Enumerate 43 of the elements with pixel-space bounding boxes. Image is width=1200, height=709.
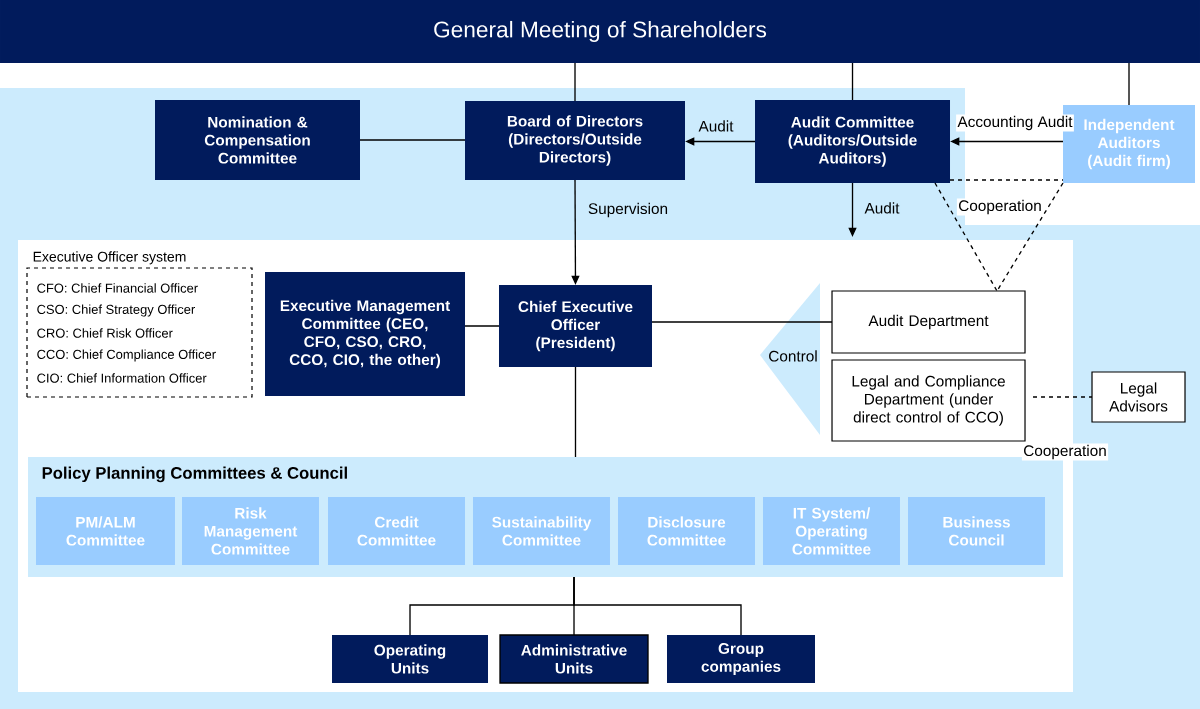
- committee-box: Audit Committee (Auditors/Outside Auditors): [755, 100, 950, 183]
- connector-line: [651, 321, 833, 323]
- committee-box: Disclosure Committee: [618, 497, 755, 565]
- edge-label: Accounting Audit: [956, 114, 1074, 132]
- connector-line: [464, 325, 500, 327]
- council-box: Business Council: [908, 497, 1045, 565]
- connector-line: [851, 62, 854, 101]
- officer-entry: CIO: Chief Information Officer: [37, 373, 207, 383]
- dashed-line: [996, 182, 1064, 292]
- chevron-label: Control: [769, 350, 817, 362]
- unit-box: Administrative Units: [499, 634, 649, 684]
- committee-box: Sustainability Committee: [473, 497, 610, 565]
- node-label: Executive Officer system: [33, 251, 186, 265]
- officer-entry: CSO: Chief Strategy Officer: [37, 304, 195, 317]
- committee-box: Nomination & Compensation Committee: [155, 100, 360, 180]
- department-box: Legal and Compliance Department (under direct control of CCO): [831, 359, 1026, 442]
- board-box: Board of Directors (Directors/Outside Directors): [465, 101, 685, 180]
- connector-line: [574, 62, 576, 102]
- connector-line: [359, 139, 466, 141]
- connector-line: [1128, 62, 1130, 106]
- connector-line: [573, 576, 742, 636]
- connector-line: [574, 366, 577, 458]
- committee-box: Risk Management Committee: [182, 497, 319, 565]
- officer-entry: CRO: Chief Risk Officer: [37, 328, 173, 338]
- dashed-line: [934, 182, 998, 292]
- ceo-box: Chief Executive Officer (President): [499, 285, 652, 367]
- committee-box: PM/ALM Committee: [36, 497, 175, 565]
- unit-box: Group companies: [667, 635, 815, 683]
- dashed-line: [1032, 396, 1093, 398]
- committee-box: Credit Committee: [328, 497, 465, 565]
- committee-box: IT System/ Operating Committee: [763, 497, 900, 565]
- dashed-line: [949, 179, 1064, 181]
- advisor-box: Legal Advisors: [1091, 371, 1186, 423]
- committee-box: Executive Management Committee (CEO, CFO, CSO, CRO, CCO, CIO, the other): [265, 272, 465, 396]
- officer-entry: CFO: Chief Financial Officer: [37, 283, 198, 293]
- edge-label: Audit: [697, 119, 735, 133]
- officer-list-box: Executive Officer system CFO: Chief Financial Officer CSO: Chief Strategy Officer CRO: Chief Risk Officer CCO: Chief Compliance Officer CIO: Chief Information Officer: [26, 251, 253, 398]
- department-box: Audit Department: [831, 290, 1026, 354]
- unit-box: Operating Units: [332, 635, 488, 683]
- edge-label: Cooperation: [956, 198, 1044, 216]
- edge-label: Audit: [863, 201, 901, 215]
- title-banner: General Meeting of Shareholders: [0, 0, 1200, 63]
- officer-entry: CCO: Chief Compliance Officer: [37, 349, 216, 362]
